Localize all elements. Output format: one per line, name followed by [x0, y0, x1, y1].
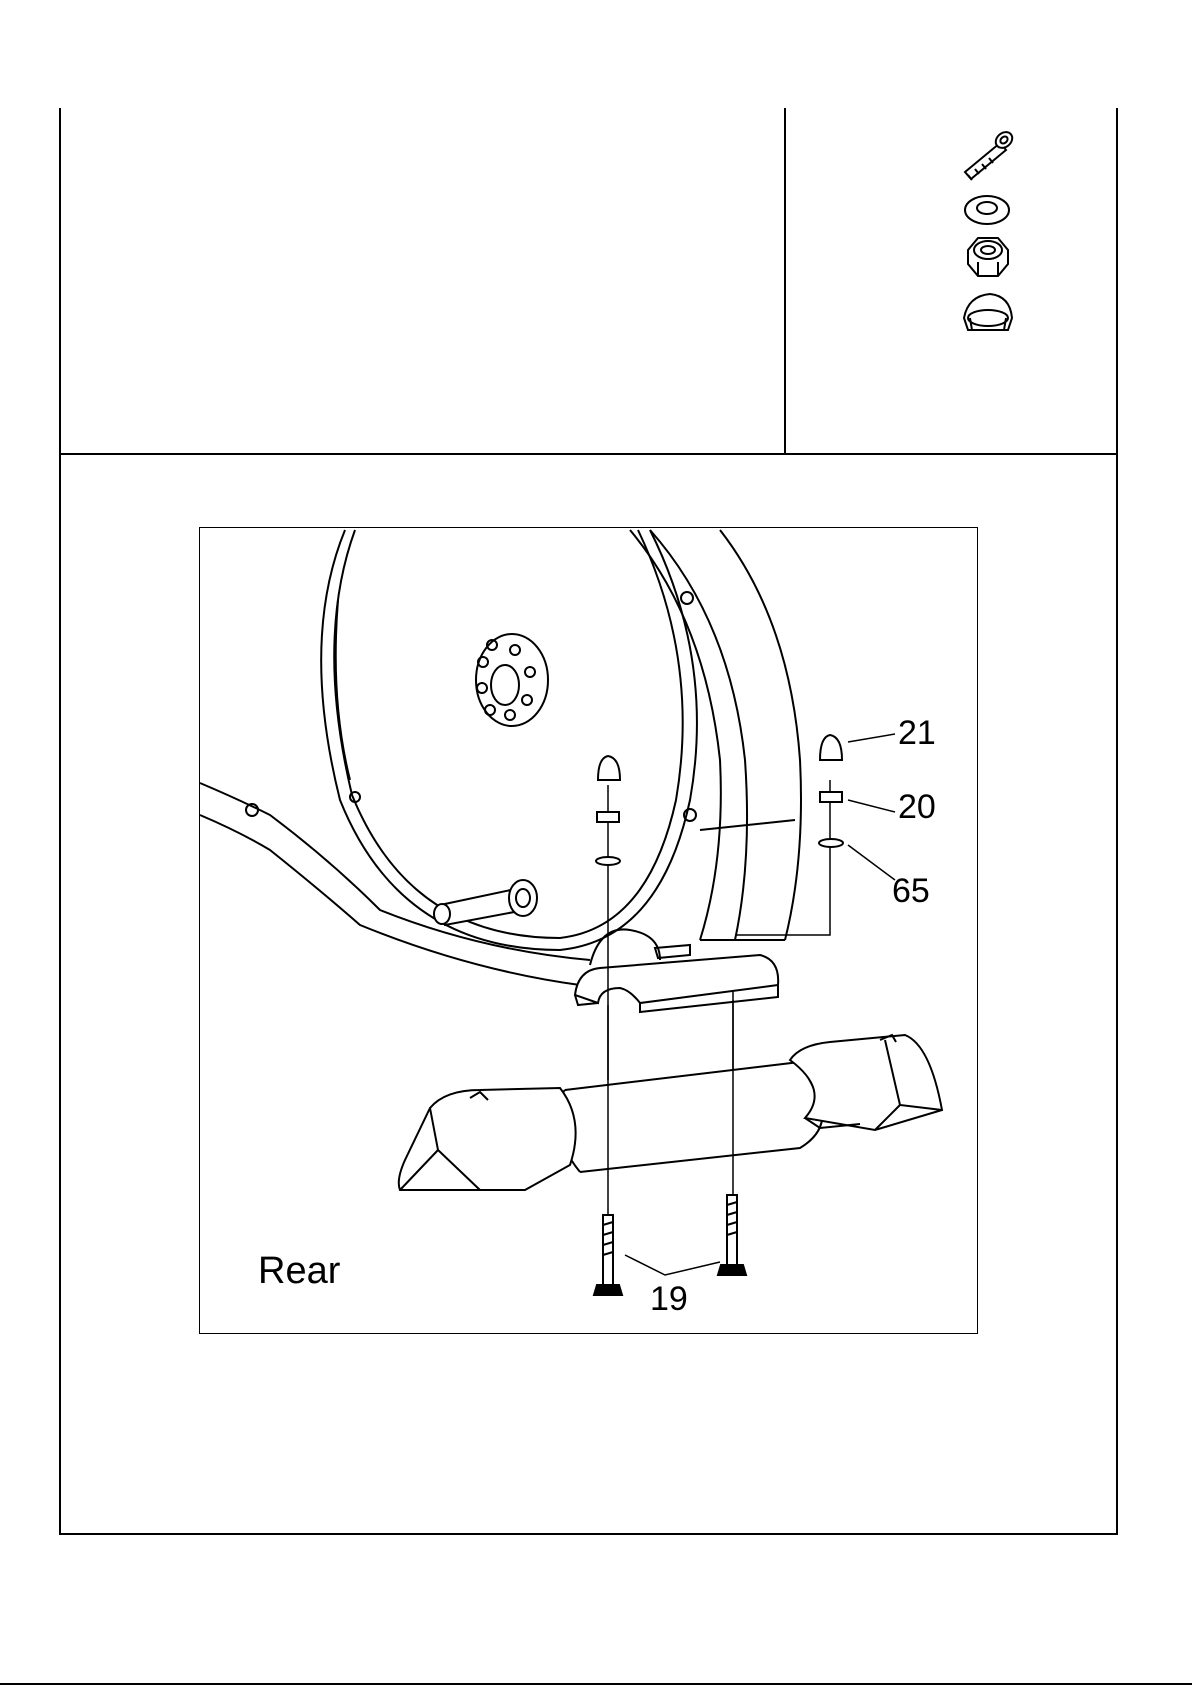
flywheel: [321, 530, 697, 950]
callout-21: 21: [898, 716, 936, 750]
callout-65: 65: [892, 874, 930, 908]
flywheel-hub: [476, 634, 548, 726]
callout-20: 20: [898, 790, 936, 824]
bolt-left: [594, 1215, 622, 1295]
leader-lines: [625, 734, 895, 1275]
callout-19: 19: [650, 1282, 688, 1316]
axle-pin: [434, 880, 537, 925]
view-label: Rear: [258, 1252, 340, 1290]
rear-stabilizer: [399, 1035, 942, 1190]
bolt-right: [718, 1195, 746, 1275]
right-hardware-stack: [819, 735, 843, 847]
saddle-bracket: [575, 929, 778, 1012]
frame-housing: [630, 530, 801, 940]
